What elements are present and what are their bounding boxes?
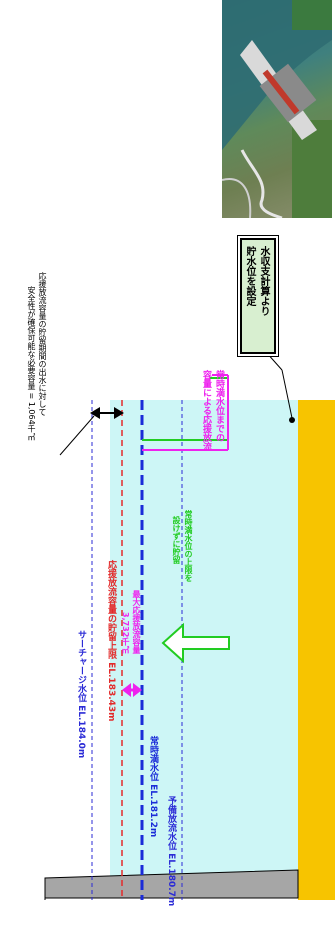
top-note-line2: 安全性が確保可能な必要容量 = 1,064千㎥: [27, 286, 36, 441]
note-box-line2: 貯水位を設定: [244, 246, 255, 306]
green-note-line2: 設けずに貯留: [172, 516, 181, 564]
note-box-line1: 水収支計算より: [258, 246, 269, 316]
capacity-label-line1: 最大応援放流容量: [132, 590, 141, 654]
magenta-note-line1: 常時満水位までの: [214, 370, 224, 442]
surcharge-label: サーチャージ水位 EL.184.0m: [76, 630, 86, 759]
green-note-line1: 常時満水位の上限を: [184, 510, 193, 582]
top-note-line1: 応援放流容量の貯留期間の出水に対して: [38, 272, 47, 416]
normal-label: 常時満水位 EL.181.2m: [148, 736, 158, 838]
standby-label: 予備放流水位 EL.180.7m: [166, 796, 176, 907]
note-box: 水収支計算より 貯水位を設定: [240, 238, 276, 354]
green-arrow: [161, 622, 230, 664]
ground-body: [298, 400, 335, 900]
magenta-note-line2: 容量による応援放流: [201, 370, 211, 451]
capacity-label-line2: 3,732千㎥: [121, 612, 130, 654]
upper-limit-label: 応援放流容量の貯留上限 EL.183.43m: [106, 560, 116, 722]
dam-aerial-photo: [222, 0, 332, 218]
